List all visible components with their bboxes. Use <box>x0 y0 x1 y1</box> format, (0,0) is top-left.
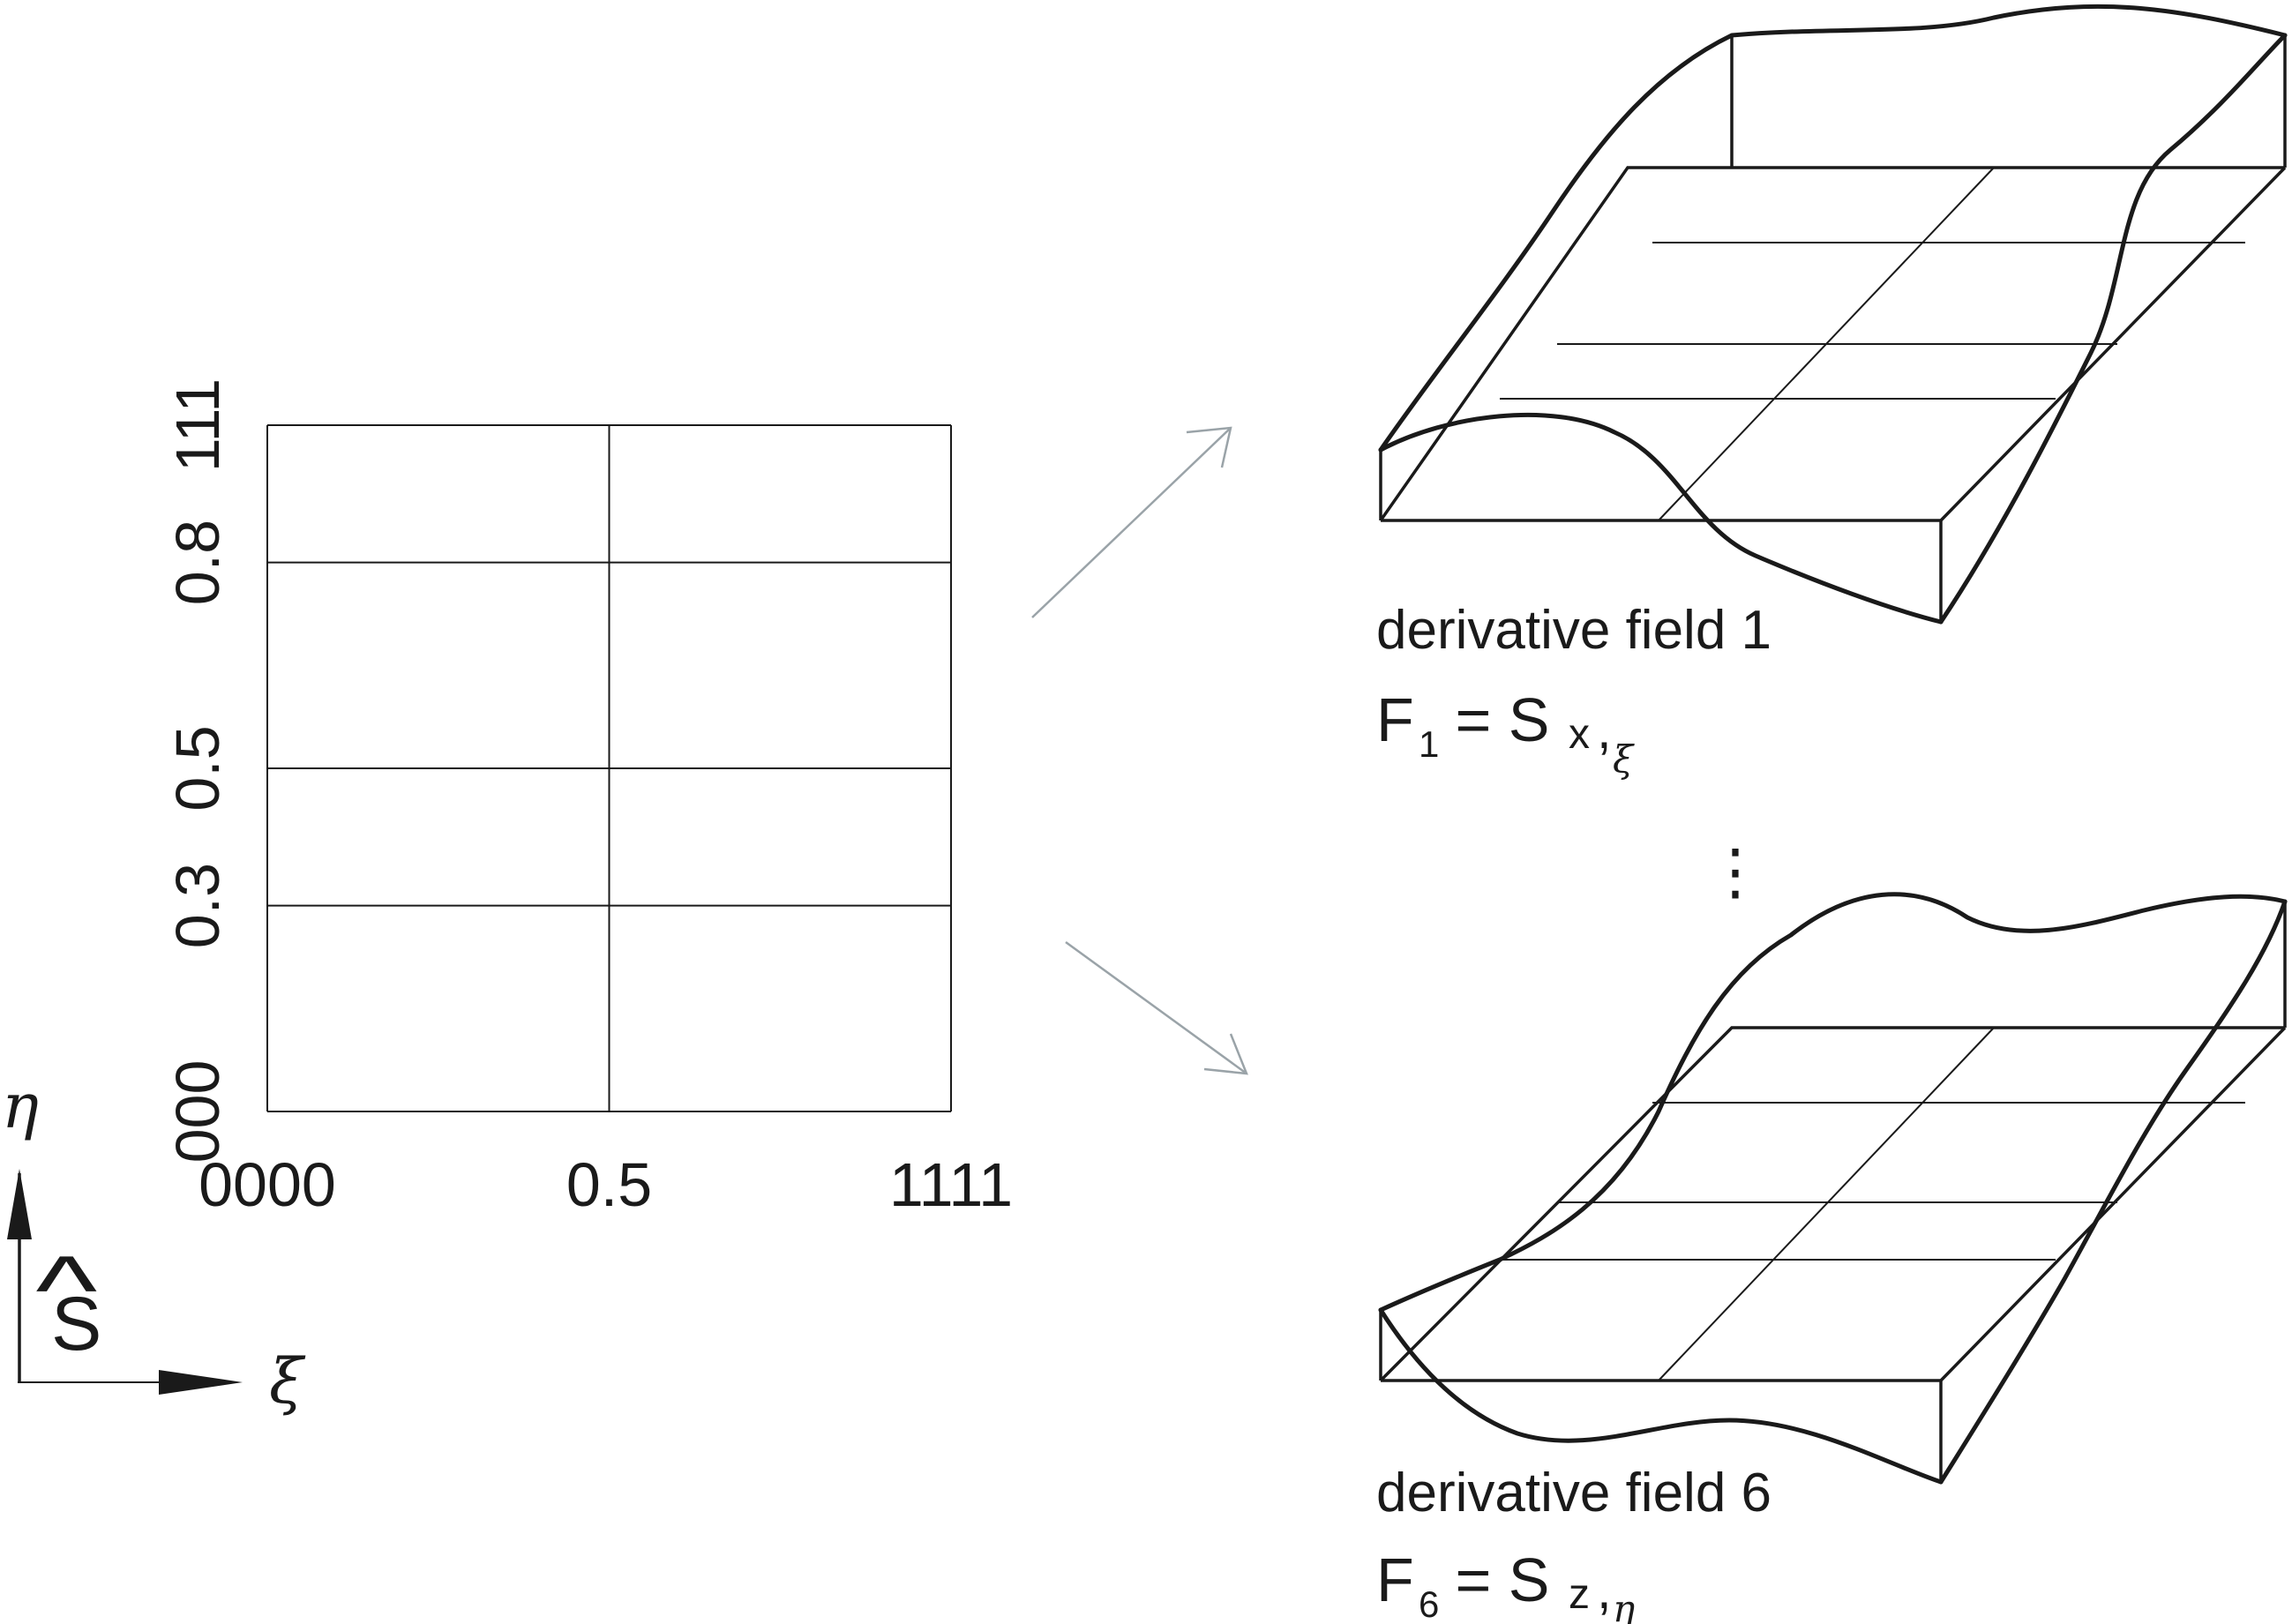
eta-tick-label: 0.8 <box>163 520 232 605</box>
field-6-formula-comp: z <box>1569 1571 1590 1618</box>
field-1-title: derivative field 1 <box>1376 600 1771 661</box>
field-1-formula-sub: 1 <box>1419 723 1439 765</box>
eta-tick-label: 000 <box>163 1060 232 1164</box>
derivative-field-1-surface <box>1378 4 2288 625</box>
field-1-formula-main: F <box>1376 685 1414 754</box>
field-6-formula-deriv: η <box>1613 1587 1635 1624</box>
derivative-field-6-surface <box>1378 892 2288 1485</box>
xi-tick-label: 0000 <box>198 1150 336 1219</box>
field-6-formula-sub: 6 <box>1419 1583 1439 1624</box>
surface-hat: ^ <box>36 1236 98 1344</box>
field-1-formula-comma: , <box>1597 700 1612 760</box>
parameter-grid <box>266 424 952 1112</box>
eta-arrowhead <box>7 1169 32 1239</box>
mapping-arrows <box>1031 426 1248 1075</box>
xi-tick-labels: 0000 0.5 1111 <box>198 1150 1013 1219</box>
field-1-formula: F 1 = S x , ξ <box>1376 685 1635 781</box>
eta-tick-label: 111 <box>163 378 232 472</box>
field-1-formula-deriv: ξ <box>1613 737 1635 781</box>
xi-tick-label: 1111 <box>889 1150 1013 1219</box>
xi-arrowhead <box>159 1370 243 1395</box>
field-1-formula-comp: x <box>1569 711 1590 758</box>
ellipsis: ⋮ <box>1704 837 1766 906</box>
surface-label: S <box>51 1282 101 1366</box>
eta-tick-label: 0.3 <box>163 863 232 948</box>
field-1-formula-eq: = S <box>1438 685 1549 754</box>
eta-axis-label: η <box>2 1070 39 1142</box>
arrowhead-field-6 <box>1203 1033 1248 1075</box>
xi-axis-label: ξ <box>269 1345 306 1418</box>
field-6-formula-eq: = S <box>1438 1545 1549 1614</box>
eta-tick-labels: 000 0.3 0.5 0.8 111 <box>163 378 232 1164</box>
xi-tick-label: 0.5 <box>566 1150 652 1219</box>
field-6-formula-main: F <box>1376 1545 1414 1614</box>
field-6-title: derivative field 6 <box>1376 1463 1771 1523</box>
arrowhead-field-1 <box>1186 426 1232 468</box>
field-6-formula: F 6 = S z , η <box>1376 1545 1635 1624</box>
eta-tick-label: 0.5 <box>163 725 232 811</box>
arrow-to-field-1 <box>1031 427 1232 618</box>
coordinate-axes: η ξ ^ S <box>2 1070 306 1418</box>
field-6-formula-comma: , <box>1597 1560 1612 1620</box>
arrow-to-field-6 <box>1065 940 1247 1075</box>
